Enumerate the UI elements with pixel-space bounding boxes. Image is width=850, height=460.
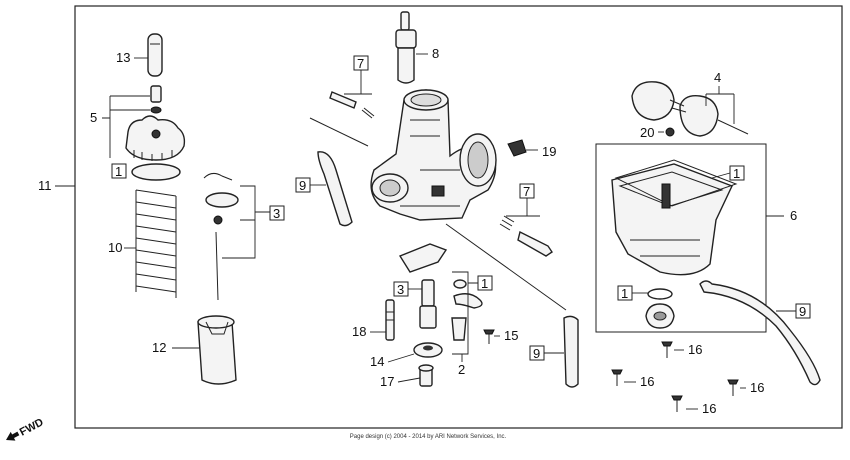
part-14-washer[interactable] (413, 342, 443, 358)
leader-9b-line (445, 223, 567, 311)
part-top-cover[interactable] (125, 115, 186, 161)
diagram-frame (74, 5, 843, 429)
leader-17 (397, 377, 421, 383)
part-8-starter-valve[interactable] (395, 11, 417, 84)
callout-7a[interactable]: 7 (357, 56, 364, 71)
callout-box-1a (111, 163, 127, 179)
callout-9b[interactable]: 9 (533, 346, 540, 361)
callout-17[interactable]: 17 (380, 374, 394, 389)
part-16-screw-b[interactable] (611, 369, 623, 386)
callout-15[interactable]: 15 (504, 328, 518, 343)
callout-16d[interactable]: 16 (702, 401, 716, 416)
callout-6[interactable]: 6 (790, 208, 797, 223)
leader-5 (102, 95, 150, 158)
part-9-drain-tube-right[interactable] (699, 280, 821, 386)
part-20-float-pin[interactable] (665, 127, 675, 137)
callout-7b[interactable]: 7 (523, 184, 530, 199)
part-3-jet-needle[interactable] (203, 172, 239, 301)
callout-8[interactable]: 8 (432, 46, 439, 61)
float-chamber-group-box (595, 143, 767, 333)
part-bracket-plate[interactable] (398, 243, 448, 273)
part-15-screw[interactable] (483, 329, 495, 344)
callout-1b[interactable]: 1 (481, 276, 488, 291)
leader-3a (222, 185, 270, 259)
leader-1c (711, 172, 731, 179)
callout-box-3a (269, 205, 285, 221)
part-10-spring[interactable] (135, 189, 177, 298)
callout-1a[interactable]: 1 (115, 164, 122, 179)
part-7-throttle-stop-screw[interactable] (499, 215, 553, 257)
part-12-throttle-valve[interactable] (197, 315, 237, 385)
part-17-needle-jet-holder[interactable] (418, 364, 434, 387)
callout-16c[interactable]: 16 (750, 380, 764, 395)
copyright-notice: Page design (c) 2004 - 2014 by ARI Netwo… (350, 434, 507, 440)
callout-10[interactable]: 10 (108, 240, 122, 255)
carburetor-body[interactable] (370, 89, 497, 221)
callout-9a[interactable]: 9 (299, 178, 306, 193)
callout-16a[interactable]: 16 (688, 342, 702, 357)
callout-14[interactable]: 14 (370, 354, 384, 369)
leader-7b (506, 198, 540, 217)
part-drain-plug[interactable] (645, 303, 675, 329)
callout-12[interactable]: 12 (152, 340, 166, 355)
callout-20[interactable]: 20 (640, 125, 654, 140)
callout-19[interactable]: 19 (542, 144, 556, 159)
part-6-float-chamber[interactable] (611, 159, 738, 276)
fwd-label: FWD (18, 416, 46, 438)
fwd-arrow-icon: FWD (6, 416, 46, 441)
part-9-drain-tube-middle[interactable] (563, 315, 579, 388)
leader-1b (452, 271, 478, 355)
leader-7a (344, 70, 372, 95)
part-9-drain-tube-left[interactable] (317, 151, 353, 227)
leader-9a-line (309, 117, 369, 147)
callout-3b[interactable]: 3 (397, 282, 404, 297)
part-7-pilot-screw[interactable] (329, 91, 375, 119)
part-3-main-jet[interactable] (419, 279, 437, 329)
leader-4 (705, 86, 735, 124)
part-18-slow-jet[interactable] (385, 299, 395, 341)
callout-13[interactable]: 13 (116, 50, 130, 65)
part-13-cap[interactable] (147, 33, 163, 77)
callout-9c[interactable]: 9 (799, 304, 806, 319)
callout-5[interactable]: 5 (90, 110, 97, 125)
callout-16b[interactable]: 16 (640, 374, 654, 389)
callout-11[interactable]: 11 (38, 178, 52, 193)
part-1-gasket-ring[interactable] (131, 163, 181, 181)
part-16-screw-c[interactable] (727, 379, 739, 396)
callout-1d[interactable]: 1 (621, 286, 628, 301)
part-16-screw-d[interactable] (671, 395, 683, 412)
callout-2[interactable]: 2 (458, 362, 465, 377)
callout-1c[interactable]: 1 (733, 166, 740, 181)
part-19-plug[interactable] (507, 139, 527, 157)
callout-3a[interactable]: 3 (273, 206, 280, 221)
leader-14 (387, 353, 415, 363)
part-4-float[interactable] (631, 81, 749, 137)
part-16-screw-a[interactable] (661, 341, 673, 358)
callout-4[interactable]: 4 (714, 70, 721, 85)
part-5-adjust-screw[interactable] (150, 85, 162, 114)
callout-18[interactable]: 18 (352, 324, 366, 339)
part-1-drain-o-ring[interactable] (647, 288, 673, 300)
